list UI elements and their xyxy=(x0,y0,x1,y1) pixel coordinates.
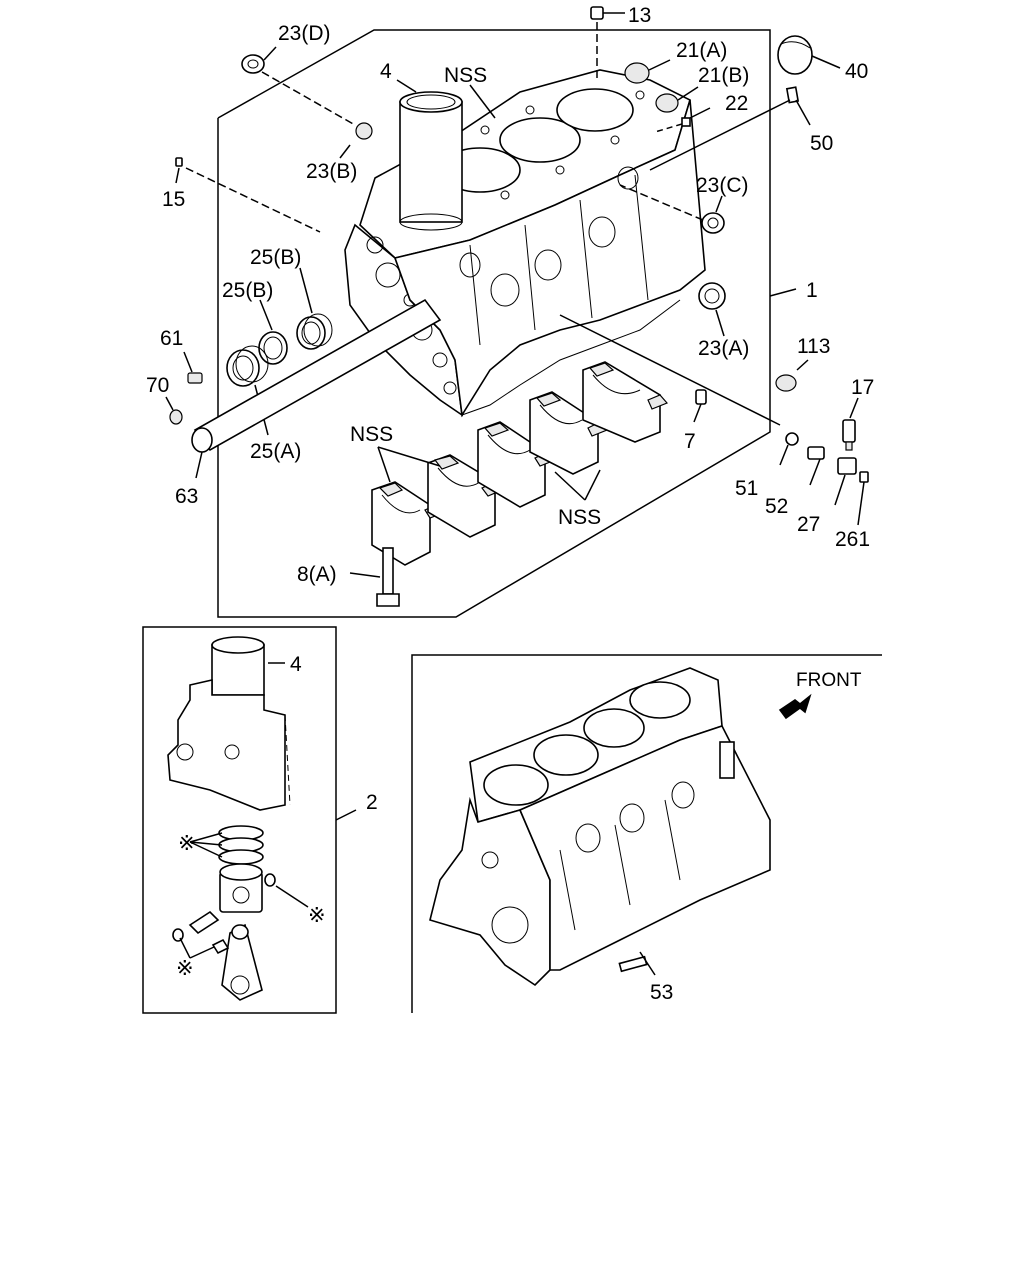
callout-51: 51 xyxy=(735,477,758,500)
main-assembly-frame xyxy=(217,29,771,618)
callout-23c: 23(C) xyxy=(696,174,749,197)
part-261-screw xyxy=(857,471,869,526)
part-23c-seal xyxy=(619,184,725,234)
cylinder-block xyxy=(344,69,706,418)
callout-23b: 23(B) xyxy=(306,160,357,183)
part-23d-seal xyxy=(241,46,356,126)
callout-261: 261 xyxy=(835,528,870,551)
part-23a-seal xyxy=(698,282,726,337)
callout-27: 27 xyxy=(797,513,820,536)
part-50-pipe xyxy=(649,86,811,171)
part-15-pin xyxy=(175,157,321,233)
part-22-bolt xyxy=(654,107,711,133)
callout-asterisk-1: ※ xyxy=(178,832,196,855)
part-61-plug xyxy=(183,351,203,384)
callout-52: 52 xyxy=(765,495,788,518)
part-21b-plug xyxy=(655,86,699,113)
callout-4-inset: 4 xyxy=(290,653,302,676)
callout-4-top: 4 xyxy=(380,60,392,83)
callout-40: 40 xyxy=(845,60,868,83)
callout-70: 70 xyxy=(146,374,169,397)
callout-63: 63 xyxy=(175,485,198,508)
bearing-caps xyxy=(371,361,669,566)
part-8a-bolt xyxy=(349,547,400,607)
bearing-cap-5 xyxy=(582,361,669,443)
callout-25b-1: 25(B) xyxy=(250,246,301,269)
callout-53: 53 xyxy=(650,981,673,1004)
callout-17: 17 xyxy=(851,376,874,399)
part-1-leader xyxy=(769,288,797,297)
front-arrow-icon xyxy=(778,693,812,720)
front-view-inset xyxy=(411,654,882,1013)
callout-labels: 13 23(D) 4 NSS 21(A) 21(B) 40 22 50 23(B… xyxy=(146,4,874,1004)
callout-22: 22 xyxy=(725,92,748,115)
oil-line xyxy=(559,314,781,426)
callout-8a: 8(A) xyxy=(297,563,337,586)
callout-nss-left: NSS xyxy=(350,423,393,446)
piston-assembly-inset xyxy=(142,626,357,1014)
part-25b-bushing-2 xyxy=(258,299,288,365)
callout-50: 50 xyxy=(810,132,833,155)
callout-25a: 25(A) xyxy=(250,440,301,463)
part-51-gasket xyxy=(779,432,799,466)
part-17-sensor xyxy=(842,397,859,451)
part-13-plug xyxy=(590,6,625,78)
callout-2: 2 xyxy=(366,791,378,814)
callout-21b: 21(B) xyxy=(698,64,749,87)
front-label: FRONT xyxy=(796,670,862,691)
callout-113: 113 xyxy=(797,335,830,358)
callout-15: 15 xyxy=(162,188,185,211)
callout-asterisk-2: ※ xyxy=(308,904,326,927)
part-52-fitting xyxy=(807,446,825,486)
callout-asterisk-3: ※ xyxy=(176,957,194,980)
callout-13: 13 xyxy=(628,4,651,27)
part-63-tube xyxy=(191,298,442,479)
part-40-cap xyxy=(777,35,841,75)
part-70-plug xyxy=(165,396,183,425)
nss-top-leader xyxy=(469,84,496,119)
part-113-plug xyxy=(775,359,809,392)
callout-nss-top: NSS xyxy=(444,64,487,87)
part-4-cylinder-liner xyxy=(396,79,463,231)
part-23b-plug xyxy=(339,122,373,159)
callout-nss-bottom: NSS xyxy=(558,506,601,529)
callout-21a: 21(A) xyxy=(676,39,727,62)
callout-23a: 23(A) xyxy=(698,337,749,360)
callout-23d: 23(D) xyxy=(278,22,331,45)
callout-61: 61 xyxy=(160,327,183,350)
part-27-adapter xyxy=(834,457,857,506)
part-7-plug xyxy=(693,389,707,423)
callout-1: 1 xyxy=(806,279,818,302)
callout-7: 7 xyxy=(684,430,696,453)
bearing-cap-4 xyxy=(529,391,609,475)
callout-25b-2: 25(B) xyxy=(222,279,273,302)
part-25b-bushing-1 xyxy=(296,267,333,350)
part-21a-plug xyxy=(624,59,671,84)
part-25a-bushing xyxy=(226,345,269,436)
